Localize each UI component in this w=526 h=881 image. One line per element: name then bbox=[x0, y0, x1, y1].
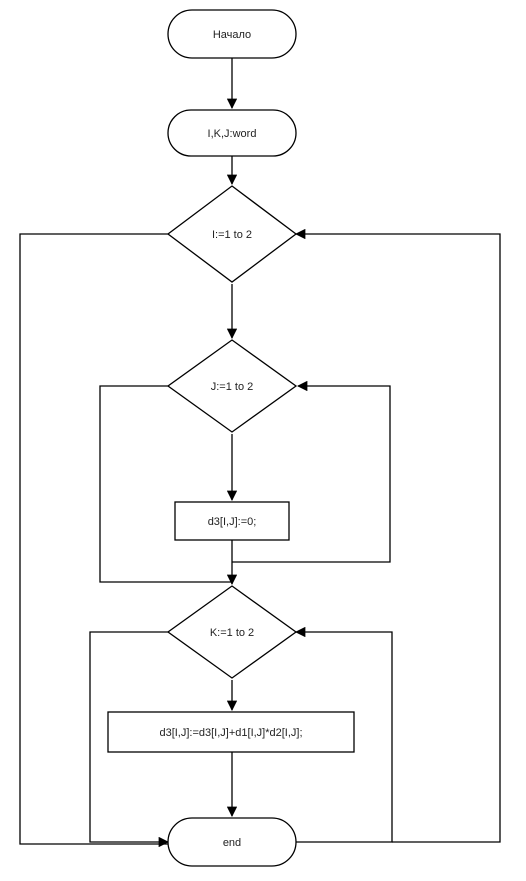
node-loop-j: J:=1 to 2 bbox=[166, 339, 298, 433]
edge-loop-k-exit bbox=[89, 631, 170, 848]
node-loop-k: K:=1 to 2 bbox=[166, 585, 298, 679]
init-process bbox=[174, 501, 290, 541]
node-loop-i: I:=1 to 2 bbox=[166, 185, 298, 283]
init-label: d3[I,J]:=0; bbox=[208, 516, 257, 528]
node-init: d3[I,J]:=0; bbox=[174, 501, 290, 541]
loop-j-label: J:=1 to 2 bbox=[211, 381, 254, 393]
loop-k-decision bbox=[166, 585, 298, 679]
start-label: Начало bbox=[213, 29, 251, 41]
loop-i-decision bbox=[166, 185, 298, 283]
node-start: Начало bbox=[167, 9, 297, 59]
edge-loop-j-return bbox=[232, 380, 391, 563]
edges bbox=[19, 58, 501, 848]
calc-label: d3[I,J]:=d3[I,J]+d1[I,J]*d2[I,J]; bbox=[159, 727, 302, 739]
vars-terminator bbox=[167, 109, 297, 157]
node-calc: d3[I,J]:=d3[I,J]+d1[I,J]*d2[I,J]; bbox=[107, 711, 355, 753]
edge-loop-i-exit bbox=[19, 233, 170, 845]
edge-loop-i-return bbox=[294, 228, 501, 843]
loop-j-decision bbox=[166, 339, 298, 433]
node-end: end bbox=[167, 817, 297, 867]
loop-k-label: K:=1 to 2 bbox=[210, 627, 254, 639]
edge-loop-k-return bbox=[294, 626, 393, 843]
end-label: end bbox=[223, 837, 241, 849]
start-terminator bbox=[167, 9, 297, 59]
calc-process bbox=[107, 711, 355, 753]
vars-label: I,K,J:word bbox=[208, 128, 257, 140]
loop-i-label: I:=1 to 2 bbox=[212, 229, 252, 241]
end-terminator bbox=[167, 817, 297, 867]
edge-loop-j-exit bbox=[99, 385, 232, 583]
node-vars: I,K,J:word bbox=[167, 109, 297, 157]
